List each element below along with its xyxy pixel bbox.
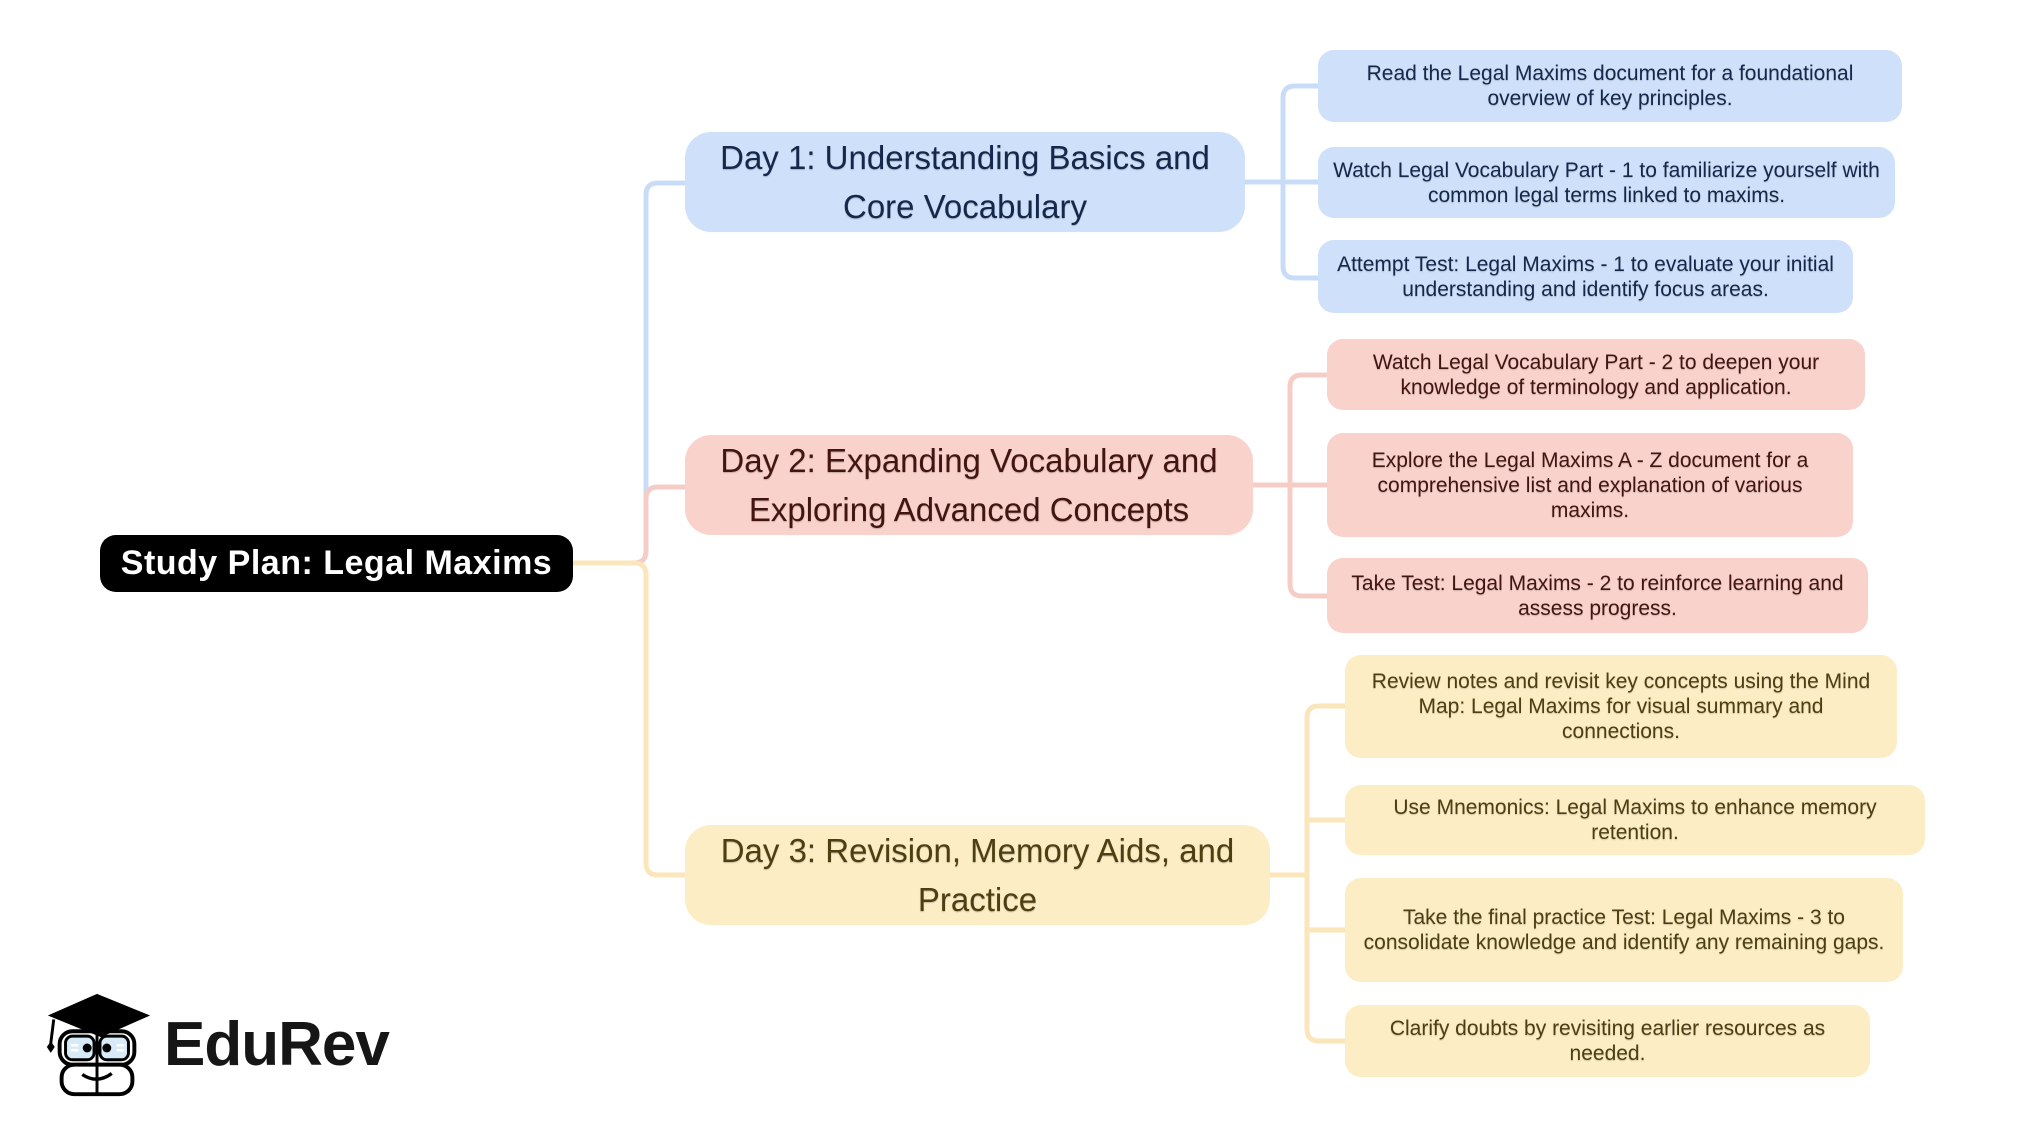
- day-2-leaf-1: Watch Legal Vocabulary Part - 2 to deepe…: [1327, 339, 1865, 410]
- edurev-logo: EduRev: [38, 985, 390, 1105]
- day-3-branch-node: Day 3: Revision, Memory Aids, and Practi…: [685, 825, 1270, 925]
- day-3-leaf-3: Take the final practice Test: Legal Maxi…: [1345, 878, 1903, 982]
- edurev-wordmark: EduRev: [164, 1010, 390, 1079]
- graduation-cap-books-mascot-icon: [46, 993, 151, 1097]
- day-3-leaf-2: Use Mnemonics: Legal Maxims to enhance m…: [1345, 785, 1925, 855]
- day-1-leaf-2: Watch Legal Vocabulary Part - 1 to famil…: [1318, 147, 1895, 218]
- day-2-leaf-2: Explore the Legal Maxims A - Z document …: [1327, 433, 1853, 537]
- day-2-leaf-3: Take Test: Legal Maxims - 2 to reinforce…: [1327, 558, 1868, 633]
- day-1-leaf-3: Attempt Test: Legal Maxims - 1 to evalua…: [1318, 240, 1853, 313]
- day-1-leaf-1: Read the Legal Maxims document for a fou…: [1318, 50, 1902, 122]
- day-2-branch-node: Day 2: Expanding Vocabulary and Explorin…: [685, 435, 1253, 535]
- connector-root-day3: [573, 560, 685, 878]
- day-3-leaf-1: Review notes and revisit key concepts us…: [1345, 655, 1897, 758]
- day-3-leaf-4: Clarify doubts by revisiting earlier res…: [1345, 1005, 1870, 1077]
- root-node-study-plan: Study Plan: Legal Maxims: [100, 535, 573, 592]
- connector-root-day2: [573, 484, 685, 566]
- day-1-branch-node: Day 1: Understanding Basics and Core Voc…: [685, 132, 1245, 232]
- connector-root-day1: [573, 180, 685, 566]
